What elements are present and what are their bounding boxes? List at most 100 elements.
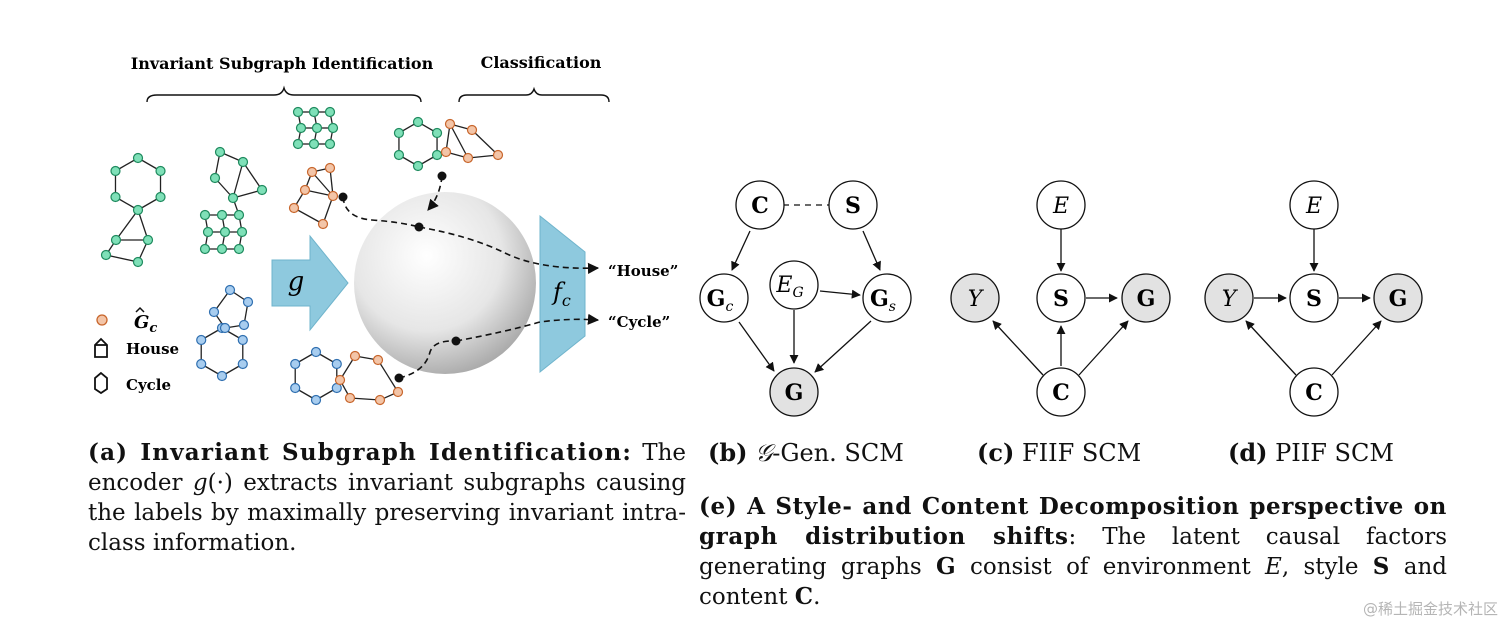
panel-c: E Y S G C: [950, 180, 1171, 417]
graph-node: [292, 138, 304, 150]
svg-text:E: E: [1052, 194, 1069, 219]
legend-house-label: House: [126, 340, 179, 358]
caption-e-head: (e) A Style- and Content Decomposition p…: [699, 493, 1447, 550]
graph-node: [110, 234, 122, 246]
node-b-gc: Gc: [699, 273, 749, 323]
graph-node: [295, 122, 307, 134]
graph-green-grid-house: [199, 146, 268, 255]
graph-node: [412, 116, 424, 128]
graph-node: [317, 218, 329, 230]
graph-node: [199, 243, 211, 255]
graph-node: [196, 334, 207, 346]
svg-text:S: S: [845, 193, 861, 219]
graph-node: [233, 209, 245, 221]
graph-node: [466, 124, 478, 136]
svg-text:G: G: [1137, 286, 1156, 312]
graph-node: [349, 350, 361, 362]
encoder-label: g: [288, 267, 305, 297]
graph-node: [208, 306, 220, 318]
caption-b: (b) 𝒢-Gen. SCM: [708, 438, 904, 467]
graph-node: [492, 149, 504, 161]
output-cycle: “Cycle”: [608, 313, 670, 331]
graph-node: [216, 370, 228, 382]
node-b-eg: EG: [769, 260, 819, 310]
svg-text:Gs: Gs: [870, 286, 896, 315]
graph-node: [238, 319, 250, 331]
node-d-s: S: [1289, 273, 1339, 323]
graph-node: [344, 392, 356, 404]
legend-cycle-label: Cycle: [126, 376, 171, 394]
node-d-e: E: [1289, 180, 1339, 230]
caption-e: (e) A Style- and Content Decomposition p…: [699, 493, 1447, 610]
cycle-icon: [94, 371, 108, 395]
graph-node: [327, 190, 339, 202]
latent-sphere: [354, 192, 536, 374]
encoder-arrow: [271, 234, 349, 332]
header-classification: Classification: [481, 53, 602, 72]
graph-node: [132, 152, 144, 164]
node-d-g: G: [1373, 273, 1423, 323]
brace-right: [458, 86, 610, 103]
graph-blue-chain: [196, 284, 254, 382]
edges-d: [1245, 229, 1382, 376]
graph-node: [202, 226, 214, 238]
graph-node: [219, 322, 231, 334]
svg-text:Gc: Gc: [707, 286, 734, 315]
graph-node: [209, 172, 221, 184]
graph-node: [310, 394, 322, 406]
svg-text:EG: EG: [775, 273, 803, 301]
graph-node: [237, 334, 248, 346]
watermark: @稀土掘金技术社区: [1362, 600, 1498, 618]
node-c-y: Y: [950, 273, 1000, 323]
graph-node: [110, 165, 121, 177]
svg-text:G: G: [785, 380, 804, 406]
graph-node: [290, 382, 301, 394]
graph-node: [214, 146, 226, 158]
graph-node: [324, 106, 336, 118]
panel-d: E Y S G C: [1204, 180, 1423, 417]
graph-node: [233, 243, 245, 255]
graph-node: [324, 162, 336, 174]
legend-gc-marker: [96, 314, 108, 326]
graph-node: [256, 184, 268, 196]
classifier-trapezoid: [539, 214, 586, 374]
legend-gc-label: Gc: [134, 312, 157, 336]
node-c-g: G: [1121, 273, 1171, 323]
graph-node: [331, 358, 342, 370]
graph-node: [100, 249, 112, 261]
graph-node: [462, 152, 474, 164]
svg-text:E: E: [1305, 194, 1322, 219]
graph-node: [242, 296, 254, 308]
svg-text:S: S: [1306, 286, 1322, 312]
graph-node: [392, 386, 404, 398]
caption-a: (a) Invariant Subgraph Identification: T…: [88, 439, 687, 556]
legend: Gc House Cycle: [94, 306, 179, 395]
graph-node: [219, 226, 231, 238]
graph-node: [324, 138, 336, 150]
graph-node: [142, 234, 154, 246]
svg-text:C: C: [1305, 380, 1323, 406]
graph-node: [196, 358, 207, 370]
graph-hex-cycle-bottom: [290, 346, 404, 406]
node-c-s: S: [1036, 273, 1086, 323]
graph-node: [227, 192, 239, 204]
graph-node: [292, 106, 304, 118]
graph-node: [155, 165, 166, 177]
header-invariant-subgraph: Invariant Subgraph Identification: [131, 54, 434, 73]
graph-node: [374, 394, 386, 406]
gc-hat: [135, 306, 145, 313]
graph-node: [110, 191, 121, 203]
house-icon: [94, 337, 108, 358]
graph-node: [290, 358, 301, 370]
svg-text:C: C: [751, 193, 769, 219]
edges-c: [992, 229, 1129, 376]
graph-node: [132, 204, 144, 216]
graph-node: [311, 122, 323, 134]
node-b-g: G: [769, 367, 819, 417]
panel-b: C S Gc EG Gs G: [699, 180, 912, 417]
node-c-e: E: [1036, 180, 1086, 230]
graph-node: [431, 127, 443, 139]
graph-node: [440, 146, 452, 158]
graph-node: [431, 149, 443, 161]
